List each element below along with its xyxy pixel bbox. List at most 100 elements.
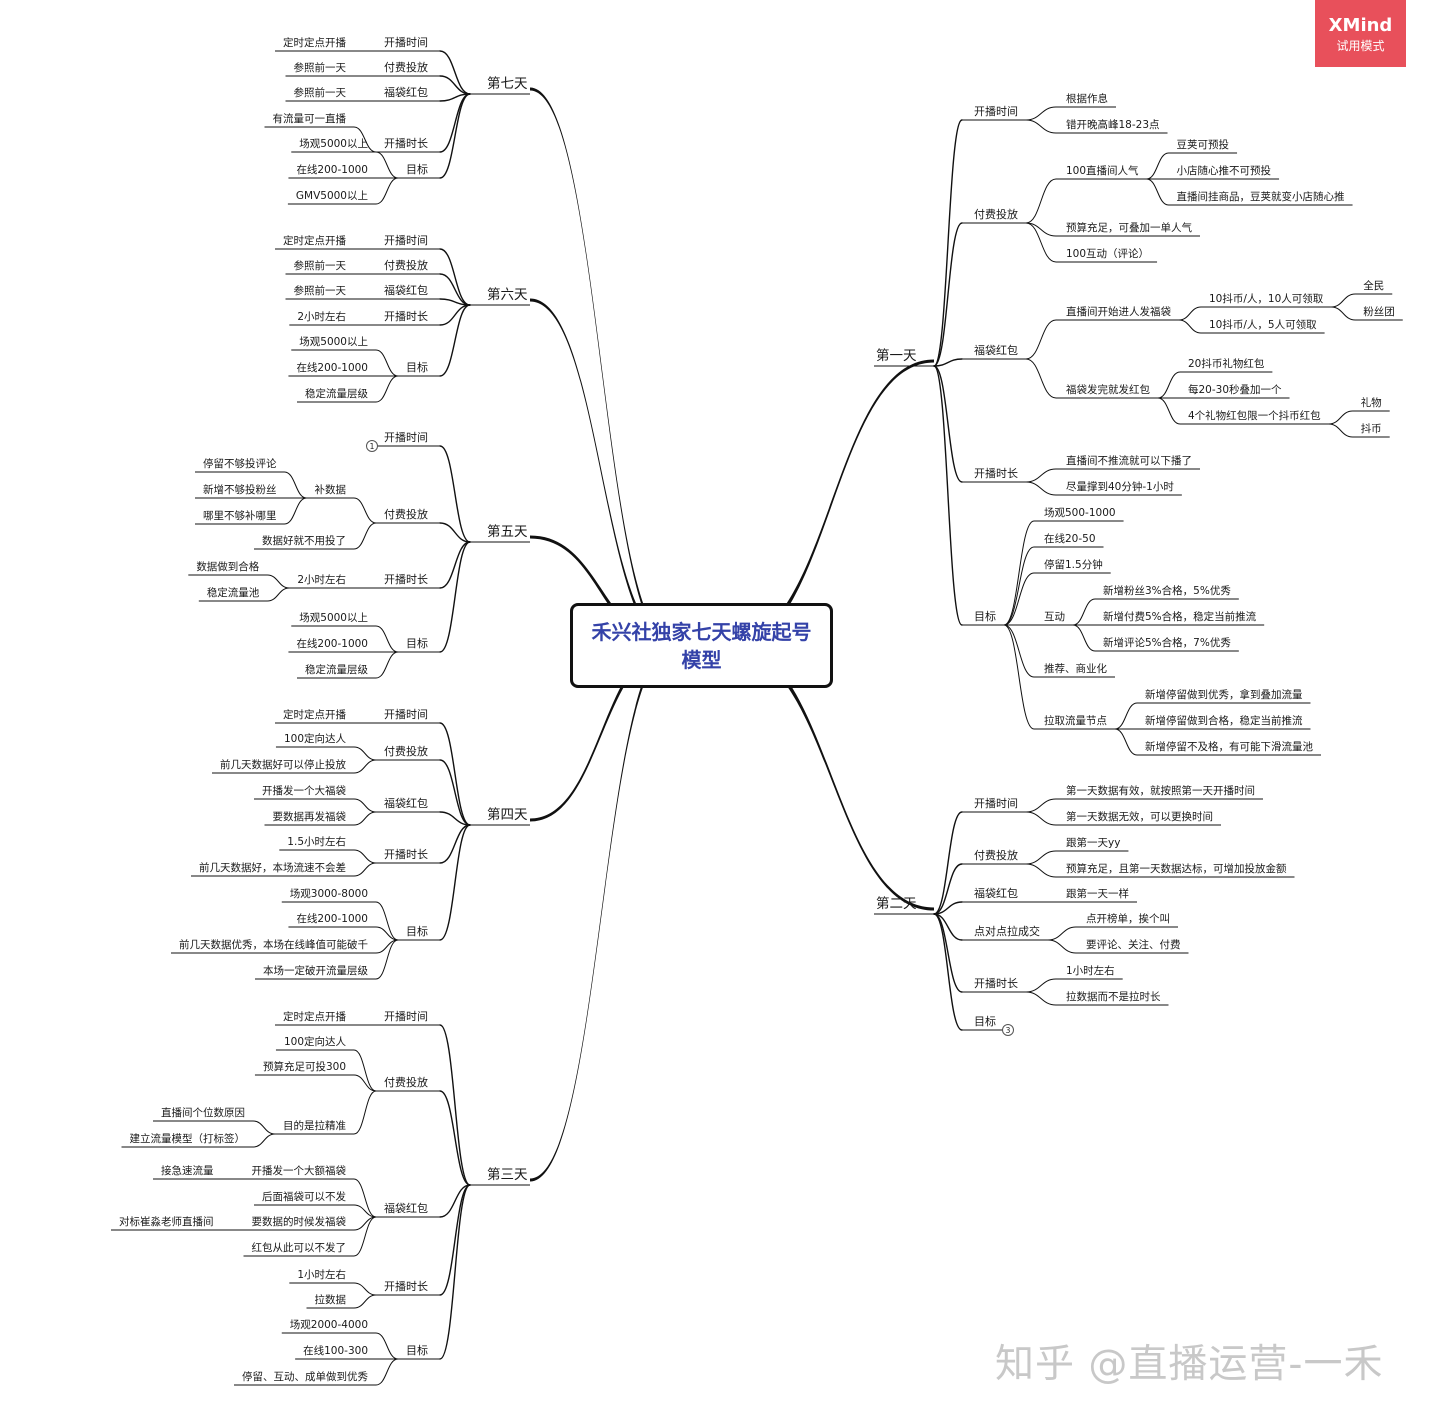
branch-line: [439, 445, 471, 543]
subtopic[interactable]: 目标: [406, 1343, 428, 1357]
subtopic[interactable]: 付费投放: [384, 507, 428, 521]
collapsed-count-badge[interactable]: [366, 440, 378, 452]
leaf-line: [375, 926, 399, 941]
subtopic[interactable]: 福袋红包: [974, 886, 1018, 900]
subtopic[interactable]: 目标: [974, 1014, 996, 1028]
leaf-line: [375, 1358, 399, 1386]
subtopic[interactable]: 付费投放: [974, 207, 1018, 221]
detail-item: 停留不够投评论: [203, 457, 277, 470]
branch-line: [439, 273, 471, 306]
detail-item: 20抖币礼物红包: [1188, 357, 1265, 370]
collapsed-count-label: 1: [370, 442, 375, 451]
detail-item: 新增粉丝3%合格，5%优秀: [1103, 584, 1231, 597]
subtopic[interactable]: 开播时长: [384, 847, 428, 861]
subtopic[interactable]: 目标: [406, 162, 428, 176]
leaf-line: [1025, 319, 1057, 360]
detail-item: 直播间开始进人发福袋: [1066, 305, 1171, 318]
leaf-line: [1025, 468, 1057, 483]
central-topic[interactable]: 禾兴社独家七天螺旋起号模型: [570, 603, 833, 688]
leaf-line: [353, 1074, 377, 1092]
detail-item: 豆荚可预投: [1177, 138, 1230, 151]
subtopic[interactable]: 开播时长: [384, 309, 428, 323]
detail-item: 参照前一天: [294, 284, 347, 297]
subtopic[interactable]: 福袋红包: [384, 796, 428, 810]
leaf-line: [1157, 397, 1181, 425]
detail-item: 定时定点开播: [283, 1010, 346, 1023]
branch-line: [439, 304, 471, 377]
main-branch: [530, 535, 673, 650]
day-topic[interactable]: 第七天: [487, 75, 528, 92]
subtopic[interactable]: 开播时长: [384, 572, 428, 586]
subtopic[interactable]: 福袋红包: [384, 283, 428, 297]
subtopic[interactable]: 开播时间: [384, 707, 428, 721]
subtopic[interactable]: 目标: [406, 360, 428, 374]
subtopic[interactable]: 点对点拉成交: [974, 924, 1040, 938]
subtopic[interactable]: 福袋红包: [384, 85, 428, 99]
branch-line: [933, 365, 963, 483]
branch-line: [439, 1184, 471, 1360]
detail-item: 场观5000以上: [299, 137, 368, 150]
detail-item: 100直播间人气: [1066, 164, 1139, 177]
detail-item: 接急速流量: [161, 1164, 214, 1177]
detail-item: 在线200-1000: [296, 163, 368, 176]
day-topic[interactable]: 第二天: [876, 895, 917, 912]
subtopic[interactable]: 开播时间: [384, 35, 428, 49]
subtopic[interactable]: 开播时长: [974, 976, 1018, 990]
branch-line: [439, 75, 471, 95]
detail-item: 推荐、商业化: [1044, 662, 1107, 675]
subtopic[interactable]: 福袋红包: [974, 343, 1018, 357]
detail-item: 新增停留做到合格，稳定当前推流: [1145, 714, 1303, 727]
detail-item: 参照前一天: [294, 86, 347, 99]
subtopic[interactable]: 开播时长: [974, 466, 1018, 480]
subtopic[interactable]: 目标: [974, 609, 996, 623]
detail-item: 100互动（评论）: [1066, 247, 1149, 260]
subtopic[interactable]: 开播时间: [974, 104, 1018, 118]
xmind-trial-badge[interactable]: XMind 试用模式: [1315, 0, 1406, 67]
leaf-line: [1178, 306, 1202, 321]
collapsed-count-badge[interactable]: [1002, 1024, 1014, 1036]
detail-item: 跟第一天yy: [1066, 836, 1120, 849]
leaf-line: [353, 746, 377, 761]
detail-item: 预算充足，且第一天数据达标，可增加投放金额: [1066, 862, 1287, 875]
detail-item: 稳定流量层级: [305, 663, 368, 676]
leaf-line: [353, 849, 377, 864]
subtopic[interactable]: 开播时间: [384, 430, 428, 444]
detail-item: 第一天数据无效，可以更换时间: [1066, 810, 1213, 823]
leaf-line: [266, 587, 290, 602]
subtopic[interactable]: 开播时间: [384, 233, 428, 247]
branch-line: [933, 811, 963, 915]
subtopic[interactable]: 付费投放: [384, 60, 428, 74]
main-branch: [729, 359, 934, 650]
detail-item: 根据作息: [1066, 92, 1108, 105]
detail-item: 每20-30秒叠加一个: [1188, 383, 1282, 396]
subtopic[interactable]: 开播时间: [384, 1009, 428, 1023]
subtopic[interactable]: 付费投放: [974, 848, 1018, 862]
subtopic[interactable]: 福袋红包: [384, 1201, 428, 1215]
day-topic[interactable]: 第五天: [487, 523, 528, 540]
day-topic[interactable]: 第六天: [487, 286, 528, 303]
subtopic[interactable]: 开播时长: [384, 1279, 428, 1293]
branch-line: [933, 358, 963, 367]
subtopic[interactable]: 付费投放: [384, 258, 428, 272]
subtopic[interactable]: 目标: [406, 636, 428, 650]
branch-line: [439, 1090, 471, 1186]
leaf-line: [1330, 306, 1356, 321]
main-branch: [530, 298, 673, 650]
day-topic[interactable]: 第一天: [876, 347, 917, 364]
zhihu-watermark: 知乎 @直播运营-一禾: [995, 1342, 1384, 1387]
day-topic[interactable]: 第四天: [487, 806, 528, 823]
detail-item: 前几天数据好，本场流速不会差: [199, 861, 346, 874]
detail-item: 场观5000以上: [299, 611, 368, 624]
detail-item: 拉数据而不是拉时长: [1066, 990, 1161, 1003]
subtopic[interactable]: 开播时间: [974, 796, 1018, 810]
detail-item: 定时定点开播: [283, 234, 346, 247]
subtopic[interactable]: 开播时长: [384, 136, 428, 150]
subtopic[interactable]: 目标: [406, 924, 428, 938]
leaf-line: [1025, 991, 1057, 1006]
detail-item: 尽量撑到40分钟-1小时: [1066, 480, 1174, 493]
detail-item: 拉数据: [315, 1293, 347, 1306]
detail-item: 新增停留不及格，有可能下滑流量池: [1145, 740, 1313, 753]
subtopic[interactable]: 付费投放: [384, 1075, 428, 1089]
subtopic[interactable]: 付费投放: [384, 744, 428, 758]
day-topic[interactable]: 第三天: [487, 1166, 528, 1183]
